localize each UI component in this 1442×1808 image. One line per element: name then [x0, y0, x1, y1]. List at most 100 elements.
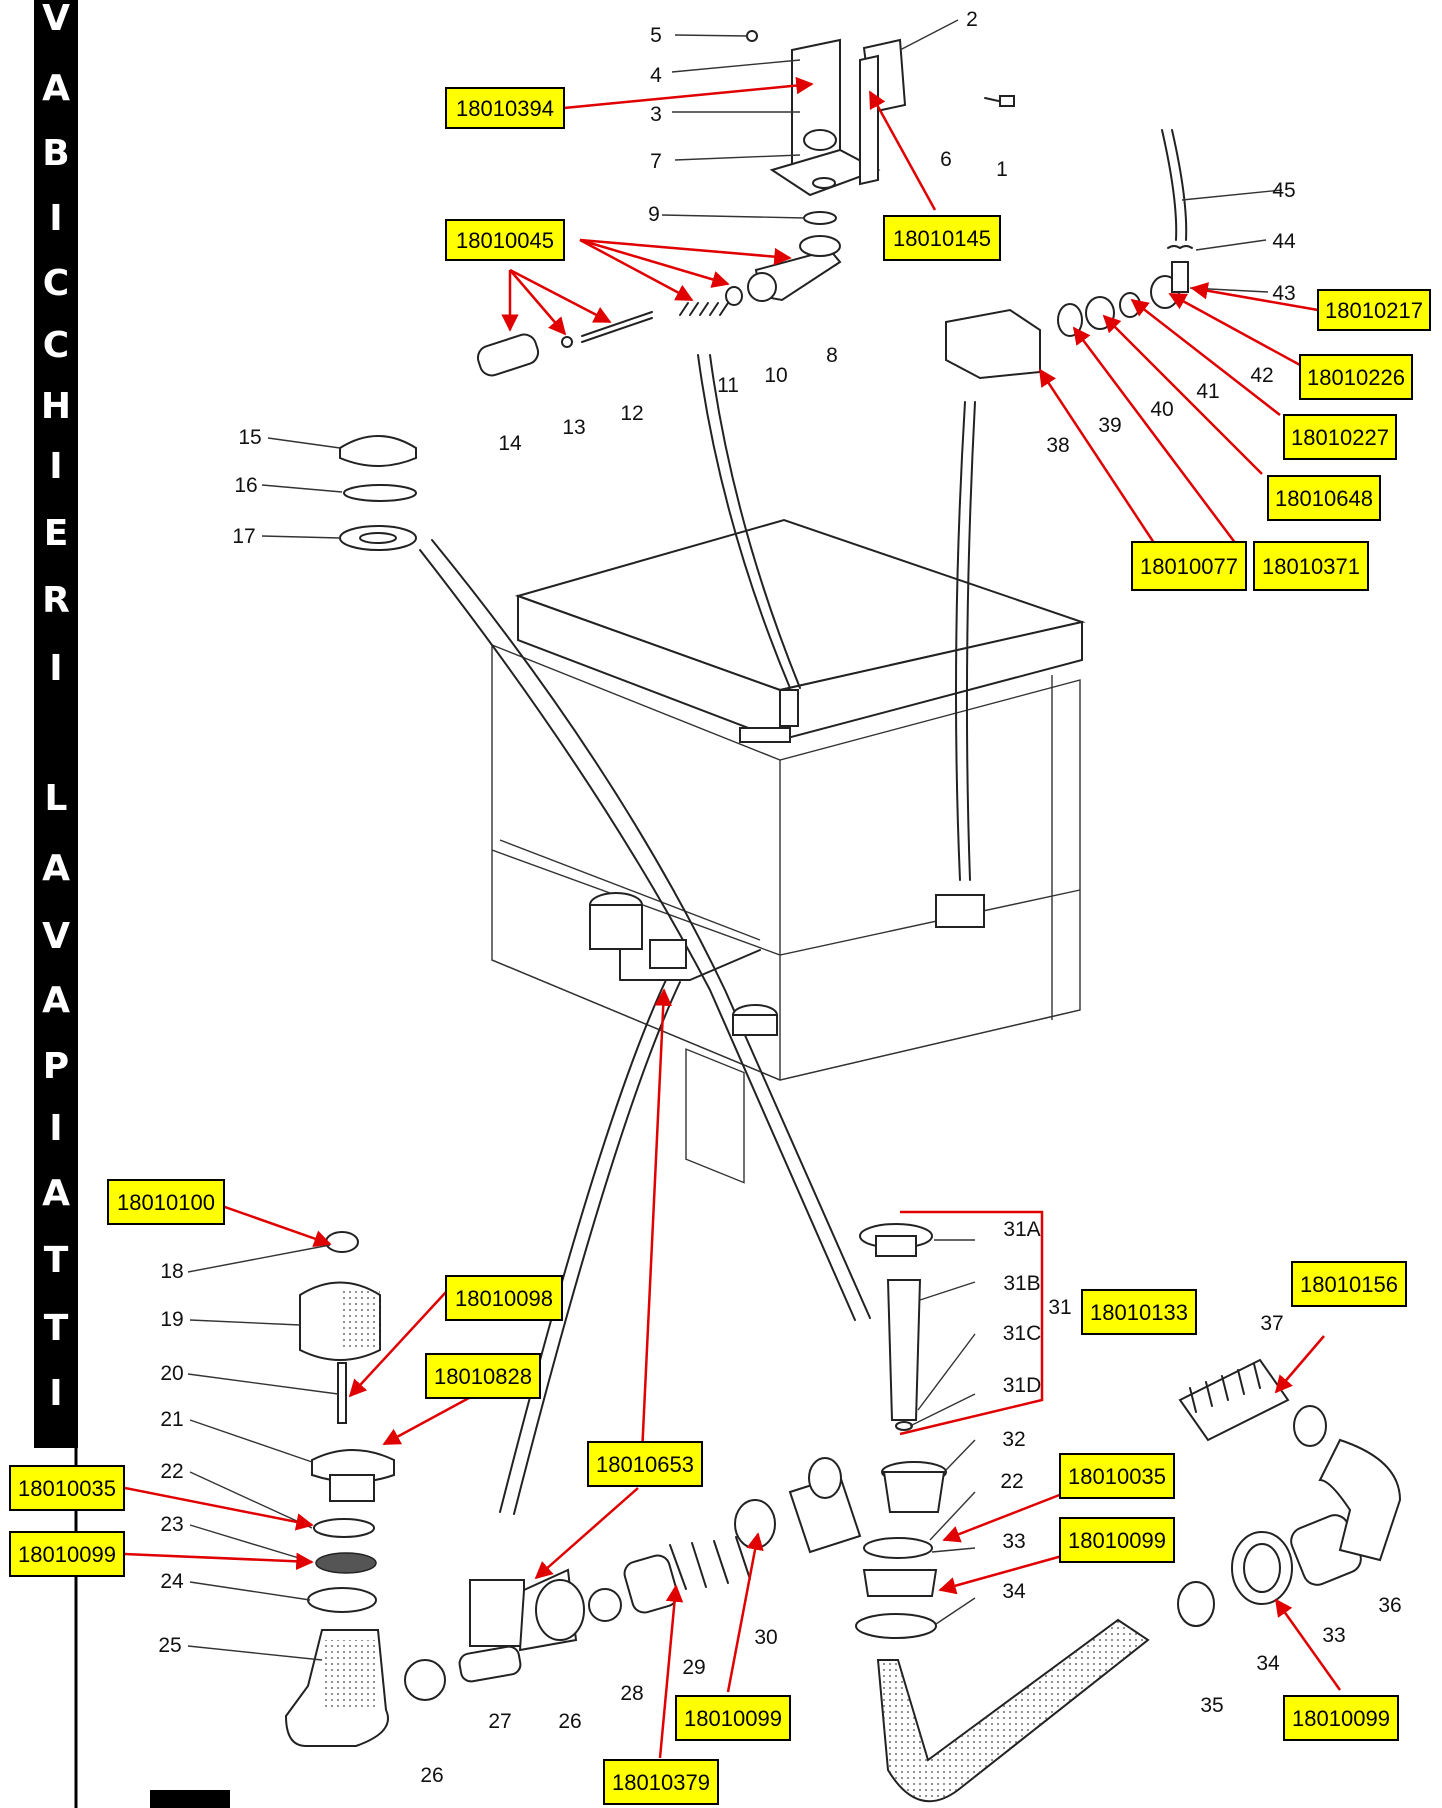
- code-box: 18010828: [425, 1353, 541, 1399]
- part-label: 22: [1000, 1470, 1023, 1493]
- part-label: 41: [1196, 380, 1219, 403]
- sidebar-bar: [34, 0, 78, 1448]
- code-box: 18010099: [9, 1531, 125, 1577]
- code-box: 18010371: [1253, 541, 1369, 591]
- overflow-group: [855, 1223, 1150, 1803]
- part-label: 39: [1098, 414, 1121, 437]
- code-box: 18010100: [107, 1179, 225, 1225]
- code-box: 18010379: [603, 1759, 719, 1805]
- code-label: 18010077: [1140, 554, 1238, 579]
- part-label: 5: [650, 24, 662, 47]
- code-label: 18010099: [18, 1542, 116, 1567]
- code-label: 18010379: [612, 1770, 710, 1795]
- bracket-group: [746, 30, 1015, 225]
- part-label: 31A: [1003, 1218, 1040, 1241]
- part-label: 31: [1048, 1296, 1071, 1319]
- part-label: 22: [160, 1460, 183, 1483]
- code-label: 18010394: [456, 96, 554, 121]
- code-box: 18010227: [1283, 414, 1397, 460]
- part-label: 25: [158, 1634, 181, 1657]
- part-label: 17: [232, 525, 255, 548]
- code-box: 18010045: [445, 219, 565, 261]
- code-label: 18010035: [18, 1476, 116, 1501]
- leader-lines: [187, 19, 1283, 1661]
- part-label: 13: [562, 416, 585, 439]
- part-label: 38: [1046, 434, 1069, 457]
- code-box: 18010145: [883, 215, 1001, 261]
- code-label: 18010133: [1090, 1300, 1188, 1325]
- part-label: 36: [1378, 1594, 1401, 1617]
- part-label: 27: [488, 1710, 511, 1733]
- code-box: 18010648: [1267, 475, 1381, 521]
- code-label: 18010227: [1291, 425, 1389, 450]
- part-label: 7: [650, 150, 662, 173]
- sidebar-letter: P: [43, 1046, 69, 1087]
- part-label: 19: [160, 1308, 183, 1331]
- part-label: 29: [682, 1656, 705, 1679]
- code-label: 18010371: [1262, 554, 1360, 579]
- part-label: 2: [966, 8, 978, 31]
- sidebar-letter: A: [42, 1173, 70, 1214]
- part-label: 11: [717, 374, 739, 397]
- spray-arm-group: [476, 235, 842, 377]
- part-label: 31D: [1003, 1374, 1042, 1397]
- line-art: [284, 30, 1402, 1803]
- code-label: 18010099: [1292, 1706, 1390, 1731]
- part-label: 26: [558, 1710, 581, 1733]
- part-label: 40: [1150, 398, 1173, 421]
- code-label: 18010828: [434, 1364, 532, 1389]
- part-label: 24: [160, 1570, 184, 1593]
- sidebar-letter: H: [41, 386, 71, 427]
- code-box: 18010653: [587, 1441, 703, 1487]
- sidebar: V A B I C C H I E R I L A V A P I A T T …: [34, 0, 78, 1808]
- code-box: 18010035: [1059, 1453, 1175, 1499]
- part-label: 34: [1002, 1580, 1026, 1603]
- callout-arrows: [124, 76, 1342, 1759]
- code-box: 18010394: [445, 87, 565, 129]
- sidebar-letter: A: [42, 68, 70, 109]
- sidebar-letter: I: [49, 1373, 62, 1414]
- sidebar-letter: I: [49, 198, 62, 239]
- part-label: 12: [620, 402, 643, 425]
- part-label: 4: [650, 64, 662, 87]
- part-label: 26: [420, 1764, 443, 1787]
- code-box: 18010099: [675, 1695, 791, 1741]
- sidebar-letter: A: [42, 980, 70, 1021]
- code-box: 18010156: [1291, 1261, 1407, 1307]
- code-box: 18010077: [1131, 541, 1247, 591]
- part-label: 31C: [1003, 1322, 1042, 1345]
- part-label: 34: [1256, 1652, 1280, 1675]
- code-box: 18010226: [1299, 354, 1413, 400]
- code-label: 18010653: [596, 1452, 694, 1477]
- part-label: 23: [160, 1513, 183, 1536]
- code-box: 18010035: [9, 1465, 125, 1511]
- sidebar-letter: V: [42, 916, 70, 957]
- internal-valve-assembly: [589, 689, 985, 1036]
- code-label: 18010035: [1068, 1464, 1166, 1489]
- part-label: 35: [1200, 1694, 1223, 1717]
- drain-left-group: [284, 1231, 622, 1747]
- code-label: 18010099: [684, 1706, 782, 1731]
- part-label: 43: [1272, 282, 1295, 305]
- sidebar-letter: A: [42, 848, 70, 889]
- part-label: 42: [1250, 364, 1273, 387]
- part-number-labels: 5 2 4 3 7 6 1 9 45 44 43 42 41 40 39 38 …: [158, 8, 1401, 1787]
- code-label: 18010217: [1325, 298, 1423, 323]
- part-label: 3: [650, 103, 662, 126]
- part-label: 20: [160, 1362, 183, 1385]
- sidebar-letter: L: [45, 778, 68, 819]
- part-label: 45: [1272, 179, 1295, 202]
- cap-group: [339, 435, 417, 551]
- sidebar-letter: I: [49, 1108, 62, 1149]
- code-box: 18010099: [1283, 1695, 1399, 1741]
- part-label: 32: [1002, 1428, 1025, 1451]
- part-label: 33: [1322, 1624, 1345, 1647]
- sidebar-letter: C: [43, 263, 69, 304]
- part-label: 18: [160, 1260, 183, 1283]
- sidebar-letter: E: [44, 513, 69, 554]
- sidebar-letter: R: [42, 580, 70, 621]
- code-label: 18010226: [1307, 365, 1405, 390]
- part-label: 21: [160, 1408, 183, 1431]
- part-label: 28: [620, 1682, 643, 1705]
